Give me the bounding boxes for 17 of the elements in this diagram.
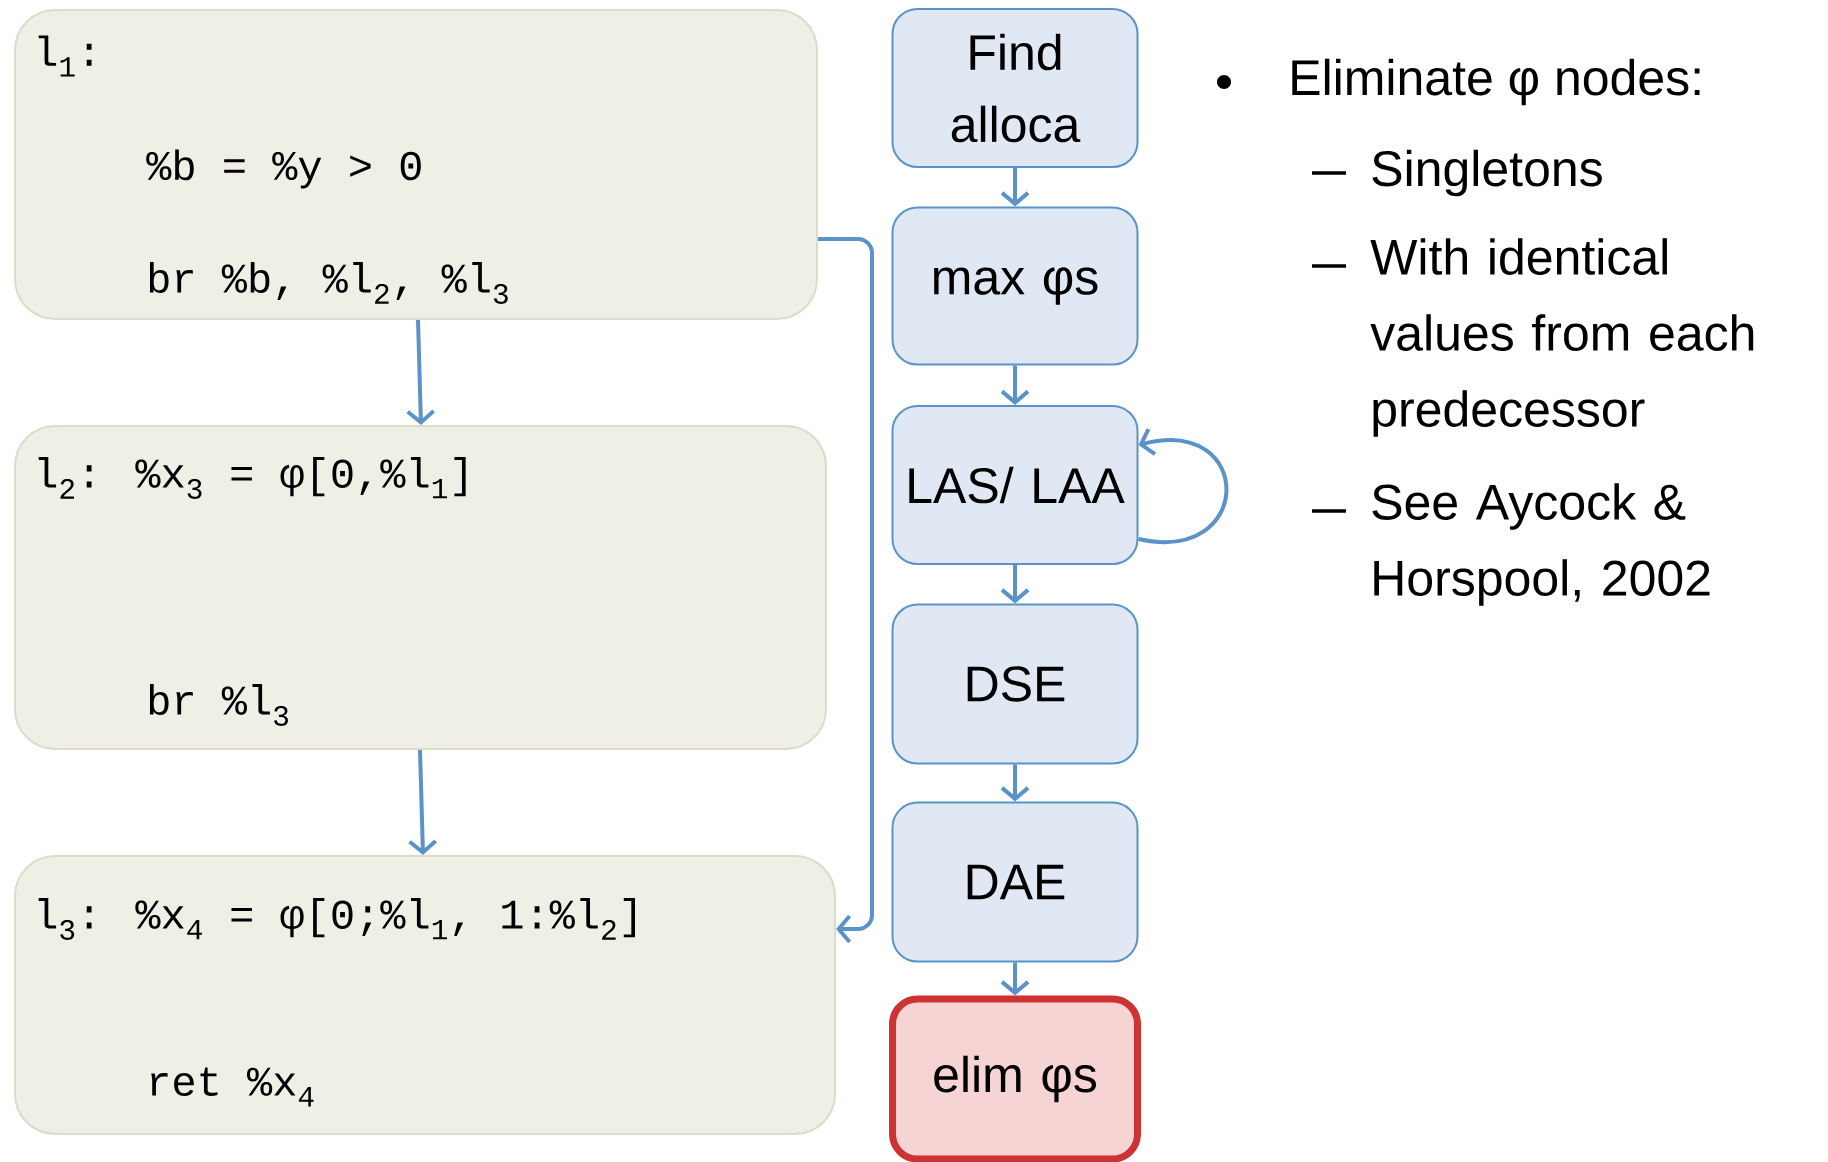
code-block: l$_{2}$: %x$_{3}$ = φ[0,%l$_{1}$] br %l$_{3}$ xyxy=(14,425,827,750)
code-block: l$_{3}$: %x$_{4}$ = φ[0;%l$_{1}$, 1:%l$_{2}$] ret %x$_{4}$ xyxy=(14,855,836,1135)
arrow xyxy=(408,749,437,855)
bullet-text: With identical values from each predecessor xyxy=(1370,238,1754,437)
arrow xyxy=(818,237,874,944)
arrow xyxy=(1138,428,1229,545)
bullet-text: See Aycock & Horspool, 2002 xyxy=(1372,483,1710,606)
highlighted-step-box: elim φs xyxy=(889,995,1141,1162)
step-box: Find alloca xyxy=(891,8,1139,168)
arrow xyxy=(406,319,435,425)
step-box: LAS/ LAA xyxy=(891,405,1139,565)
bullet-text: Eliminate φ nodes: xyxy=(1292,58,1700,106)
step-box: DSE xyxy=(891,603,1139,765)
step-box: DAE xyxy=(891,801,1139,963)
bullet-text: Singletons xyxy=(1372,149,1602,197)
step-box: max φs xyxy=(891,206,1139,366)
code-block: l$_{1}$: %b = %y > 0 br %b, %l$_{2}$, %l$_{3}$ xyxy=(14,9,818,320)
